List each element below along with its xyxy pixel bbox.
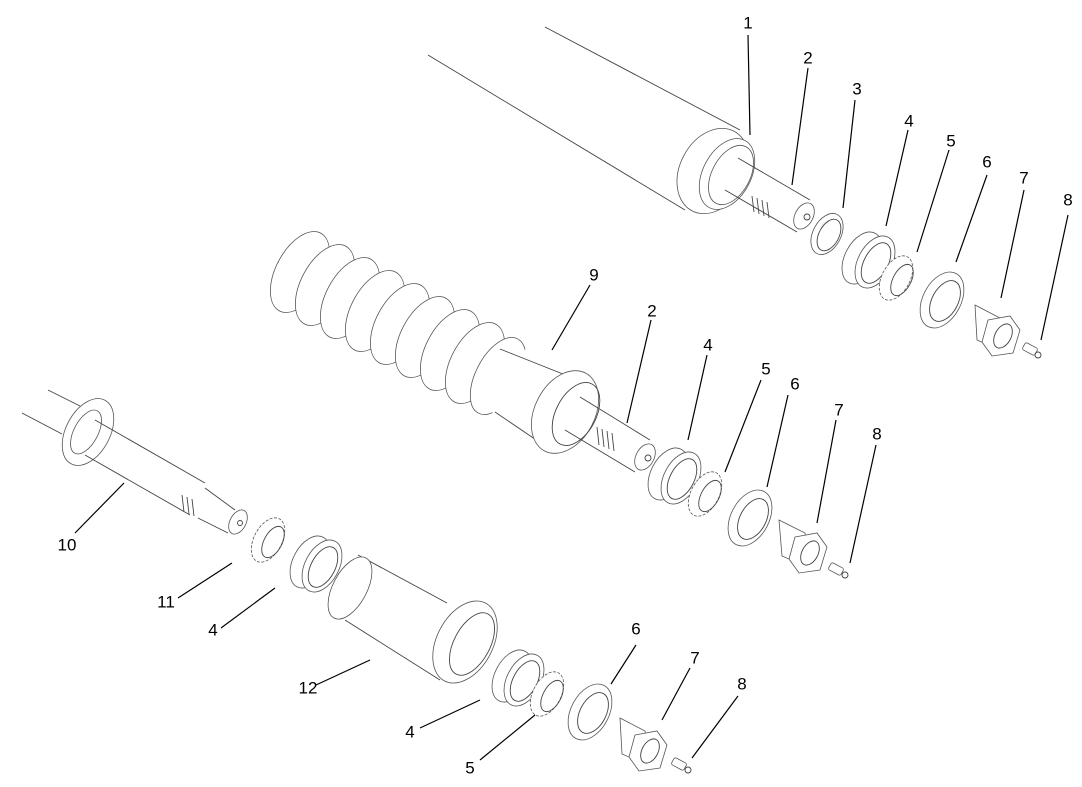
callout-11: 11: [157, 592, 175, 612]
grease-seal: [727, 489, 773, 547]
shaft: [564, 396, 656, 473]
roller-body: [490, 348, 601, 454]
callout-7: 7: [690, 648, 700, 668]
callout-4: 4: [904, 111, 914, 131]
bearing-cup: [289, 535, 343, 593]
callout-7: 7: [834, 400, 844, 420]
callout-5: 5: [465, 758, 475, 778]
bearing-cone: [878, 255, 914, 301]
callout-8: 8: [872, 424, 882, 444]
hub-body: [327, 554, 498, 684]
nut: [619, 717, 668, 772]
callout-5: 5: [946, 131, 956, 151]
middle-bellows-assembly: [270, 231, 849, 579]
seal: [810, 213, 844, 255]
callout-5: 5: [761, 359, 771, 379]
callout-4: 4: [208, 620, 218, 640]
grease-seal: [567, 683, 613, 741]
lower-shaft-assembly: [21, 389, 692, 774]
bearing-cone: [250, 517, 286, 563]
roller-tube: [427, 26, 756, 215]
callout-6: 6: [790, 374, 800, 394]
upper-roller-assembly: [427, 26, 1042, 359]
callout-6: 6: [982, 152, 992, 172]
shaft: [724, 157, 815, 233]
callout-12: 12: [298, 678, 318, 698]
grease-seal: [919, 271, 965, 329]
callout-10: 10: [57, 535, 77, 555]
callout-8: 8: [1063, 190, 1073, 210]
nut: [778, 519, 828, 574]
shaft-with-flange: [21, 389, 248, 535]
grease-fitting: [828, 562, 849, 579]
callout-6: 6: [631, 619, 641, 639]
grease-fitting: [1022, 342, 1042, 359]
bearing-cone: [529, 671, 565, 717]
callout-4: 4: [405, 722, 415, 742]
bearing-cone: [687, 471, 723, 517]
callout-1: 1: [743, 13, 753, 33]
leader-lines: [74, 34, 1069, 761]
callout-9: 9: [589, 265, 599, 285]
callout-3: 3: [852, 79, 862, 99]
callout-4: 4: [703, 335, 713, 355]
callout-2: 2: [803, 48, 813, 68]
grease-fitting: [671, 757, 692, 774]
nut: [974, 304, 1021, 357]
callout-7: 7: [1019, 168, 1029, 188]
callout-2: 2: [647, 301, 657, 321]
callout-8: 8: [737, 674, 747, 694]
bearing-cup: [647, 447, 702, 505]
